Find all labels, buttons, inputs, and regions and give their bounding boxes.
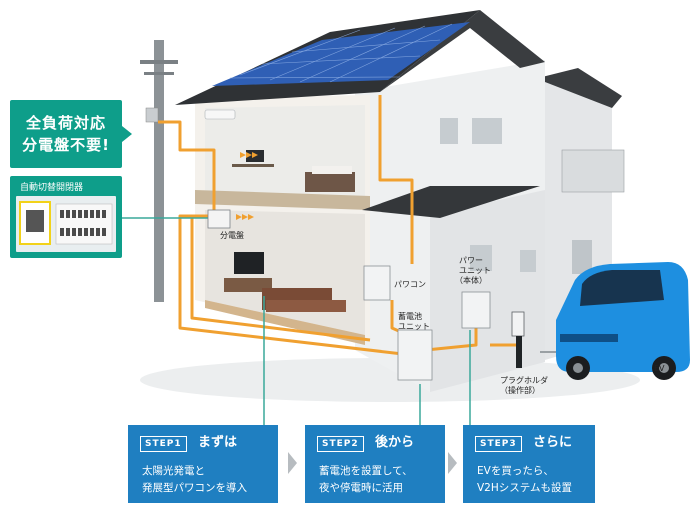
step-2-title: 後から (375, 435, 415, 450)
flow-arrows (236, 152, 258, 220)
air-conditioner (204, 109, 236, 120)
plug-holder (511, 311, 525, 368)
power-unit (461, 291, 491, 329)
chevron-right-icon (288, 452, 297, 474)
label-battery-2: ユニット (398, 322, 430, 331)
step-1-title: まずは (198, 435, 238, 450)
label-power-unit-3: （本体） (455, 276, 487, 285)
house-right-wing (538, 68, 625, 360)
step-1-body: 太陽光発電と 発展型パワコンを導入 (142, 463, 247, 497)
solar-panels (212, 22, 470, 86)
step-3-title: さらに (533, 435, 573, 450)
step-2-card: STEP2 後から 蓄電池を設置して、 夜や停電時に活用 (305, 425, 445, 503)
roof (175, 10, 545, 218)
step-3-card: STEP3 さらに EVを買ったら、 V2Hシステムも設置 (463, 425, 595, 503)
step-3-badge: STEP3 (475, 436, 522, 452)
step-2-body: 蓄電池を設置して、 夜や停電時に活用 (319, 463, 413, 497)
label-power-unit-2: ユニット (459, 266, 491, 275)
step-3-body: EVを買ったら、 V2Hシステムも設置 (477, 463, 572, 497)
step-1-badge: STEP1 (140, 436, 187, 452)
label-battery-1: 蓄電池 (398, 312, 422, 321)
ev-car (556, 262, 690, 380)
step-1-line1: 太陽光発電と (142, 465, 205, 477)
label-ev: EV (654, 364, 665, 373)
auto-switch-callout: 自動切替開閉器 (10, 176, 122, 258)
label-power-unit-1: パワー (459, 256, 483, 265)
step-1-line2: 発展型パワコンを導入 (142, 482, 247, 494)
label-distribution-panel: 分電盤 (220, 231, 244, 240)
label-plug-holder-1: プラグホルダ (500, 376, 548, 385)
full-load-callout: 全負荷対応 分電盤不要! (10, 100, 132, 168)
battery-unit (397, 329, 433, 381)
callout-main-line2: 分電盤不要! (22, 136, 110, 154)
step-1-card: STEP1 まずは 太陽光発電と 発展型パワコンを導入 (128, 425, 278, 503)
step-3-line2: V2Hシステムも設置 (477, 482, 572, 494)
step-3-line1: EVを買ったら、 (477, 465, 554, 477)
chevron-right-icon (448, 452, 457, 474)
auto-switch-photo (16, 196, 116, 252)
distribution-panel (207, 209, 231, 229)
label-plug-holder-2: （操作部） (500, 386, 540, 395)
step-2-badge: STEP2 (317, 436, 364, 452)
house-cutaway (195, 95, 370, 345)
callout-main-line1: 全負荷対応 (25, 114, 106, 132)
auto-switch-title: 自動切替開閉器 (20, 183, 84, 193)
label-powercon: パワコン (394, 280, 426, 289)
step-2-line2: 夜や停電時に活用 (319, 482, 403, 494)
utility-pole (140, 40, 178, 302)
powercon-unit (363, 265, 391, 301)
step-2-line1: 蓄電池を設置して、 (319, 465, 413, 477)
